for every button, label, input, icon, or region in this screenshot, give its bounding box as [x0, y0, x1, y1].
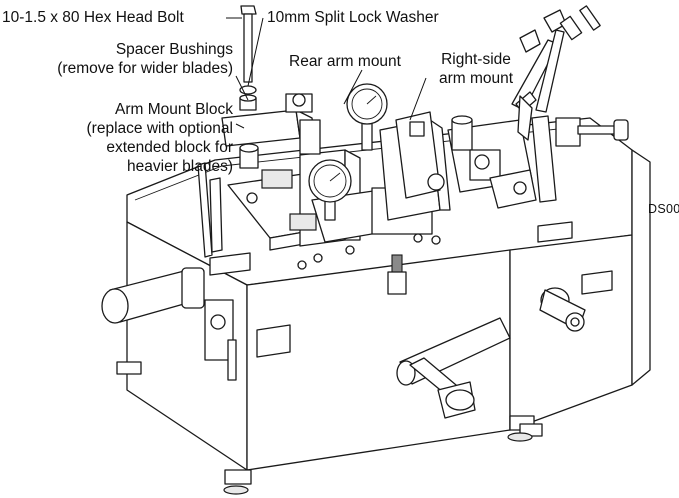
- spacer-bushing: [239, 94, 257, 111]
- leader-spacer-bushings: [235, 75, 249, 101]
- lock-washer: [239, 85, 257, 95]
- leader-arm-mount-block: [235, 123, 245, 129]
- arm-mount-block: [221, 93, 321, 169]
- label-drawing-code: DS00: [648, 202, 679, 216]
- center-carriage: [227, 119, 451, 295]
- label-spacer-line1: Spacer Bushings: [115, 41, 233, 58]
- front-crank-handle: [396, 287, 586, 419]
- leader-right-arm-mount: [409, 77, 427, 121]
- label-right-arm-line1: Right-side: [441, 51, 511, 68]
- label-block-line4: heavier blades): [127, 158, 233, 175]
- right-guide-plate: [531, 115, 557, 203]
- hex-bolt: [240, 5, 257, 83]
- label-arm-mount-block: Arm Mount Block (replace with optional e…: [87, 100, 233, 176]
- right-vise-assembly: [447, 115, 537, 209]
- dial-gauge-front: [308, 159, 352, 221]
- leader-rear-arm-mount: [343, 69, 363, 105]
- right-side-arm-mount: [395, 111, 445, 199]
- label-block-line1: Arm Mount Block: [114, 101, 233, 118]
- label-block-line3: extended block for: [106, 139, 233, 156]
- label-hex-head-bolt: 10-1.5 x 80 Hex Head Bolt: [2, 9, 184, 26]
- left-guide-plate: [197, 162, 223, 258]
- right-clamp-screw: [555, 117, 629, 147]
- label-split-lock-washer: 10mm Split Lock Washer: [267, 9, 439, 26]
- label-spacer-bushings: Spacer Bushings (remove for wider blades…: [57, 40, 233, 78]
- leader-lock-washer: [247, 17, 264, 87]
- label-block-line2: (replace with optional: [86, 120, 233, 137]
- label-right-side-arm-mount: Right-side arm mount: [428, 50, 524, 88]
- label-rear-arm-mount: Rear arm mount: [289, 53, 401, 70]
- leader-lines: [226, 17, 427, 129]
- adjustable-arm: [511, 5, 601, 141]
- label-right-arm-line2: arm mount: [438, 70, 514, 87]
- label-spacer-line2: (remove for wider blades): [57, 60, 233, 77]
- dial-gauge-rear: [346, 83, 388, 151]
- left-handle-shaft: [101, 267, 237, 381]
